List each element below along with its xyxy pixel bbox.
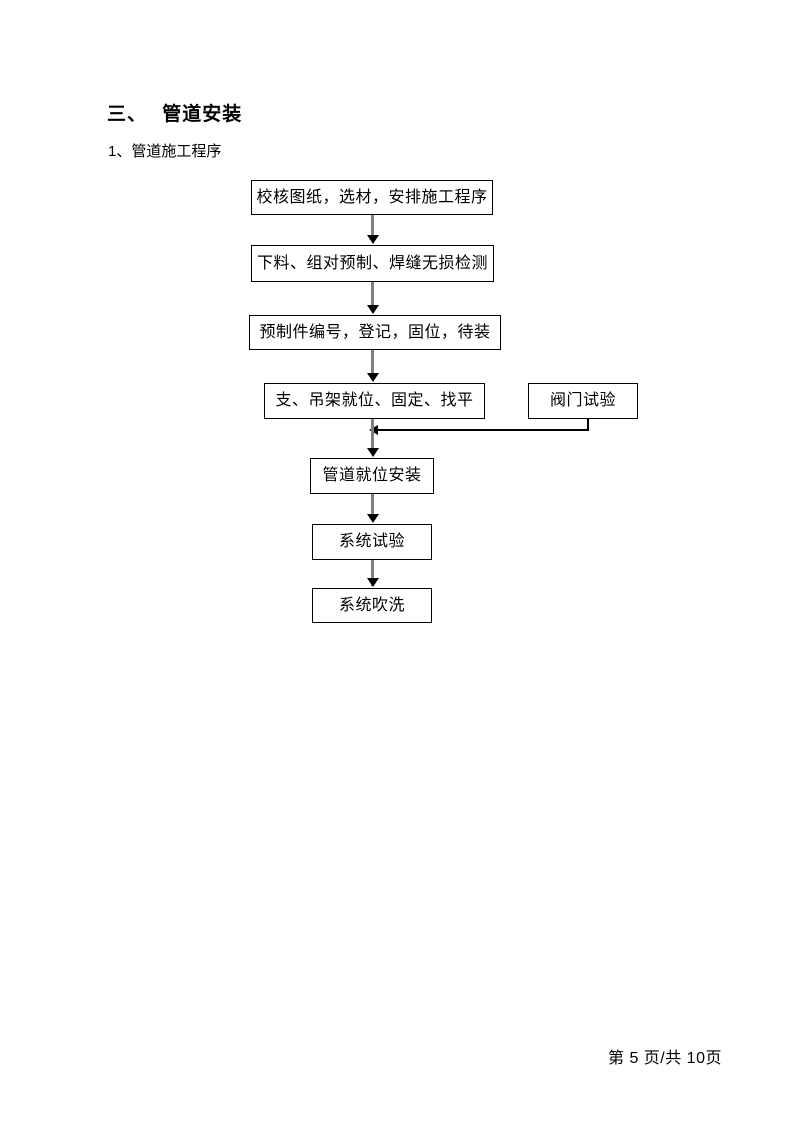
connector-line-4-5 <box>371 419 374 452</box>
arrow-down-icon-6-7 <box>366 578 379 587</box>
arrow-down-icon-2-3 <box>366 305 379 314</box>
pipeline-construction-flowchart: 校核图纸，选材，安排施工程序 下料、组对预制、焊缝无损检测 预制件编号，登记，固… <box>249 180 638 623</box>
section-heading: 三、 管道安装 <box>107 103 243 125</box>
connector-line-2-3 <box>371 282 374 307</box>
flow-node-system-blowing-flushing: 系统吹洗 <box>312 588 432 623</box>
flow-node-check-drawings: 校核图纸，选材，安排施工程序 <box>251 180 493 215</box>
arrow-down-icon-5-6 <box>366 514 379 523</box>
connector-line-1-2 <box>371 215 374 237</box>
flow-node-cutting-prefab-weld-inspection: 下料、组对预制、焊缝无损检测 <box>251 245 494 282</box>
connector-line-3-4 <box>371 350 374 376</box>
flow-node-pipe-positioning-installation: 管道就位安装 <box>310 458 434 494</box>
flow-node-supports-hangers-positioning: 支、吊架就位、固定、找平 <box>264 383 485 419</box>
connector-line-valve-down <box>587 419 589 431</box>
arrow-down-icon-3-4 <box>366 373 379 382</box>
page-number-footer: 第 5 页/共 10页 <box>608 1050 722 1067</box>
connector-line-6-7 <box>371 560 374 586</box>
flow-node-prefab-numbering-registration: 预制件编号，登记，固位，待装 <box>249 315 501 350</box>
sub-heading: 1、管道施工程序 <box>108 143 222 160</box>
arrow-down-icon-4-5 <box>366 448 379 457</box>
connector-line-valve-left <box>378 429 589 431</box>
flow-node-system-test: 系统试验 <box>312 524 432 560</box>
connector-line-5-6 <box>371 494 374 520</box>
flow-node-valve-test: 阀门试验 <box>528 383 638 419</box>
arrow-down-icon-1-2 <box>366 235 379 244</box>
